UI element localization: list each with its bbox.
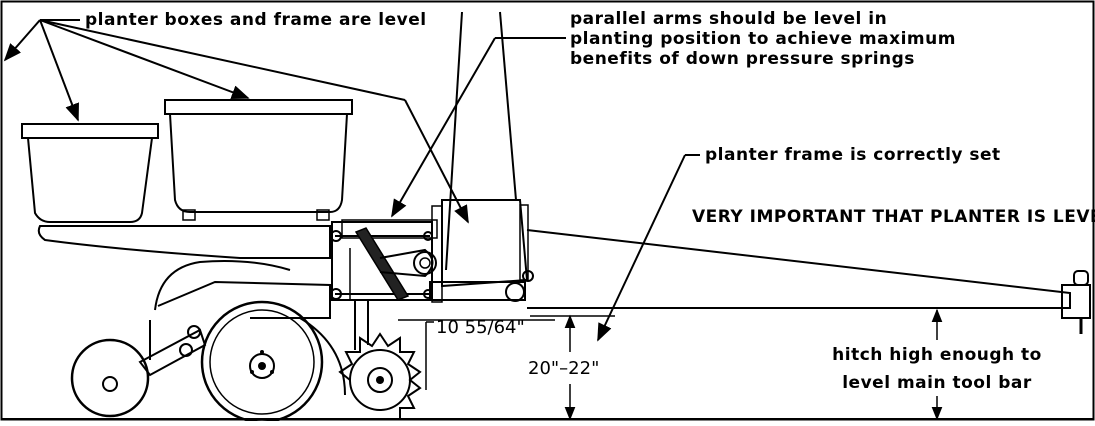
planter-boxes-label: planter boxes and frame are level	[85, 10, 427, 30]
frame-height-value: 20"–22"	[528, 358, 599, 379]
planter-frame-beam	[37, 225, 331, 259]
closing-wheel	[70, 325, 207, 418]
parallel-arms-label-line3: benefits of down pressure springs	[570, 49, 915, 69]
spiked-row-cleaner	[338, 300, 422, 420]
parallel-arms-label-line1: parallel arms should be level in	[570, 9, 887, 29]
rear-wheel	[149, 260, 331, 360]
parallel-arm-assembly	[330, 205, 443, 303]
frame-height-dimension: 20"–22"	[528, 314, 615, 421]
hitch	[1061, 270, 1091, 334]
planter-boxes-callout: planter boxes and frame are level	[3, 10, 469, 224]
planter-frame-label: planter frame is correctly set	[705, 145, 1001, 165]
planter-frame-callout: planter frame is correctly set	[597, 145, 1001, 342]
arm-height-dimension: 10 55/64"	[398, 317, 555, 390]
hitch-label-line1: hitch high enough to	[832, 345, 1042, 365]
seed-tube-housing	[429, 199, 534, 302]
hitch-height-callout: hitch high enough to level main tool bar	[832, 308, 1042, 421]
tool-bar	[526, 229, 1071, 309]
arm-height-value: 10 55/64"	[436, 317, 525, 338]
gauge-wheel	[200, 300, 346, 424]
planter-box-left	[21, 123, 159, 223]
parallel-arms-callout: parallel arms should be level in plantin…	[391, 9, 956, 271]
down-pressure-spring	[354, 227, 410, 301]
planter-box-right	[164, 99, 353, 221]
parallel-arms-label-line2: planting position to achieve maximum	[570, 29, 956, 49]
very-important-label: VERY IMPORTANT THAT PLANTER IS LEVEL	[692, 207, 1095, 227]
hitch-label-line2: level main tool bar	[842, 373, 1032, 393]
